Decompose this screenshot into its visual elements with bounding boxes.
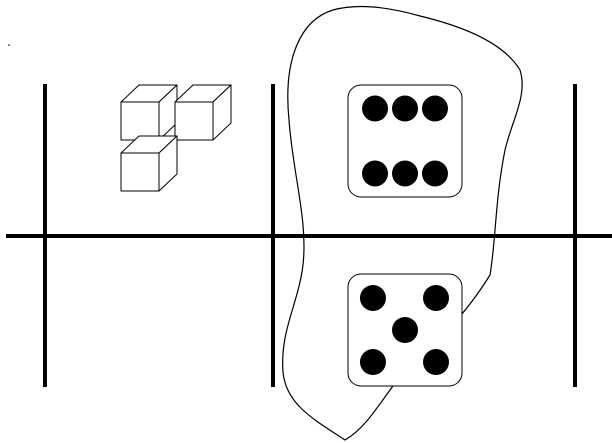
cube-2 xyxy=(175,85,231,140)
die-pip xyxy=(422,160,448,186)
cube-1 xyxy=(121,85,177,140)
die-pip xyxy=(392,317,418,343)
die-pip xyxy=(423,349,449,375)
speck-mark xyxy=(8,44,10,46)
cubes-group xyxy=(121,85,231,191)
die-pip xyxy=(392,160,418,186)
cube-front-face xyxy=(175,102,213,140)
cube-3 xyxy=(121,136,177,191)
die-pip xyxy=(423,285,449,311)
die-pip xyxy=(362,96,388,122)
die-pip xyxy=(362,160,388,186)
die-five xyxy=(348,274,462,386)
die-six xyxy=(348,85,462,197)
die-pip xyxy=(392,96,418,122)
die-pip xyxy=(422,96,448,122)
die-pip xyxy=(360,349,386,375)
cube-front-face xyxy=(121,153,159,191)
cube-front-face xyxy=(121,102,159,140)
die-pip xyxy=(360,285,386,311)
